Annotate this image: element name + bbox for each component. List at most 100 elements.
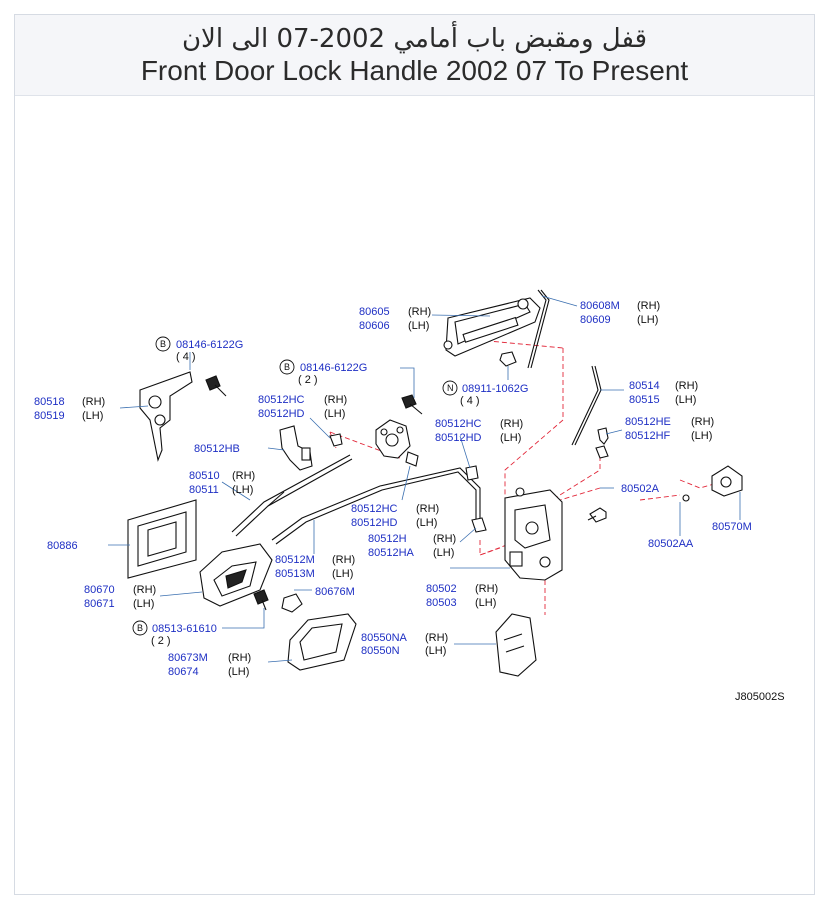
callout-80608M: 80608M (RH) 80609 (LH) [580, 300, 660, 326]
page-title-arabic: قفل ومقبض باب أمامي 2002-07 الى الان [181, 24, 648, 54]
page-title-english: Front Door Lock Handle 2002 07 To Presen… [140, 55, 689, 86]
callout-80518: 80518 (RH) 80519 (LH) [34, 396, 105, 422]
side-label: (RH) [133, 584, 156, 596]
side-label: (LH) [133, 598, 154, 610]
part-number: 80886 [47, 540, 78, 552]
side-label: (LH) [425, 645, 446, 657]
side-label: (RH) [691, 416, 714, 428]
part-number: 80512HB [194, 443, 240, 455]
cable-80512M [271, 467, 481, 545]
side-label: (RH) [324, 394, 347, 406]
side-label: (LH) [82, 410, 103, 422]
part-number: 80609 [580, 314, 611, 326]
part-number: 08513-61610 [152, 623, 217, 635]
part-number: 80511 [189, 484, 219, 496]
side-label: (LH) [500, 432, 521, 444]
callout-80510: 80510 (RH) 80511 (LH) [189, 470, 255, 496]
side-label: (LH) [433, 547, 454, 559]
part-number: 80513M [275, 568, 315, 580]
callout-80512HC-a: 80512HC (RH) 80512HD (LH) [258, 394, 347, 420]
side-label: (RH) [232, 470, 255, 482]
part-number: 80502A [621, 483, 660, 495]
side-label: (RH) [675, 380, 698, 392]
quantity: ( 4 ) [460, 395, 480, 407]
part-number: 80518 [34, 396, 65, 408]
escutcheon-80673M [287, 613, 357, 671]
part-number: 80512HD [435, 432, 482, 444]
callout-bolt-b3: B 08513-61610 ( 2 ) [132, 620, 217, 647]
part-number: 80503 [426, 597, 457, 609]
callout-80512HB: 80512HB [194, 443, 240, 455]
diagram-code: J805002S [735, 691, 785, 703]
diagram-frame: قفل ومقبض باب أمامي 2002-07 الى الان Fro… [14, 14, 815, 895]
side-label: (RH) [332, 554, 355, 566]
part-number: 80512HA [368, 547, 415, 559]
lock-rod-80514 [571, 365, 602, 446]
side-label: (RH) [408, 306, 431, 318]
quantity: ( 4 ) [176, 351, 196, 363]
lock-actuator [375, 419, 419, 467]
callout-80514: 80514 (RH) 80515 (LH) [629, 380, 698, 406]
part-number: 80550N [361, 645, 400, 657]
side-label: (LH) [475, 597, 496, 609]
callout-80886: 80886 [47, 540, 78, 552]
part-number: 80605 [359, 306, 390, 318]
part-number: 08146-6122G [176, 339, 243, 351]
callout-80502AA: 80502AA [648, 538, 694, 550]
door-lock-80502 [504, 487, 563, 581]
side-label: (RH) [475, 583, 498, 595]
bolt-marker: B [137, 623, 143, 633]
part-number: 08911-1062G [462, 383, 528, 395]
part-number: 80512HD [258, 408, 305, 420]
part-number: 80674 [168, 666, 199, 678]
part-number: 08146-6122G [300, 362, 367, 374]
part-number: 80570M [712, 521, 752, 533]
part-number: 80502 [426, 583, 457, 595]
side-label: (RH) [637, 300, 660, 312]
part-number: 80512H [368, 533, 407, 545]
callout-80670: 80670 (RH) 80671 (LH) [84, 584, 156, 610]
nut [499, 351, 517, 367]
side-label: (LH) [691, 430, 712, 442]
callout-80512HC-b: 80512HC (RH) 80512HD (LH) [435, 418, 523, 444]
callout-80605: 80605 (RH) 80606 (LH) [359, 306, 431, 332]
callout-80512H: 80512H (RH) 80512HA (LH) [368, 533, 456, 559]
callout-80512HE: 80512HE (RH) 80512HF (LH) [625, 416, 714, 442]
cable-80510 [231, 454, 353, 537]
lock-cylinder-80502AA [587, 507, 607, 523]
bracket-80518 [139, 371, 193, 462]
part-number: 80514 [629, 380, 660, 392]
side-label: (LH) [408, 320, 429, 332]
cap-80676M [281, 593, 303, 613]
screw-b3 [253, 589, 269, 611]
part-number: 80676M [315, 586, 355, 598]
clip-80512HB [279, 425, 313, 471]
side-label: (LH) [637, 314, 658, 326]
bolt-b2 [401, 394, 423, 415]
outside-handle [443, 297, 541, 357]
side-label: (LH) [675, 394, 696, 406]
bolt-marker: B [160, 339, 166, 349]
side-label: (LH) [232, 484, 253, 496]
part-number: 80512HC [258, 394, 305, 406]
callout-80550NA: 80550NA (RH) 80550N (LH) [361, 632, 448, 657]
side-label: (RH) [416, 503, 439, 515]
leader-lines [108, 295, 741, 663]
clip-80512HC [329, 433, 343, 447]
callout-bolt-b2: B 08146-6122G ( 2 ) [279, 359, 367, 386]
part-number: 80512HE [625, 416, 671, 428]
part-number: 80670 [84, 584, 115, 596]
side-label: (LH) [416, 517, 437, 529]
grommet-80886 [127, 499, 197, 579]
side-label: (RH) [228, 652, 251, 664]
part-number: 80550NA [361, 632, 408, 644]
side-label: (LH) [324, 408, 345, 420]
side-label: (LH) [332, 568, 353, 580]
part-number: 80512HF [625, 430, 671, 442]
callout-80502A: 80502A [621, 483, 660, 495]
callout-80570M: 80570M [712, 521, 752, 533]
part-number: 80512M [275, 554, 315, 566]
side-label: (RH) [500, 418, 523, 430]
callout-80502: 80502 (RH) 80503 (LH) [426, 583, 498, 609]
striker-80570M [682, 465, 743, 502]
